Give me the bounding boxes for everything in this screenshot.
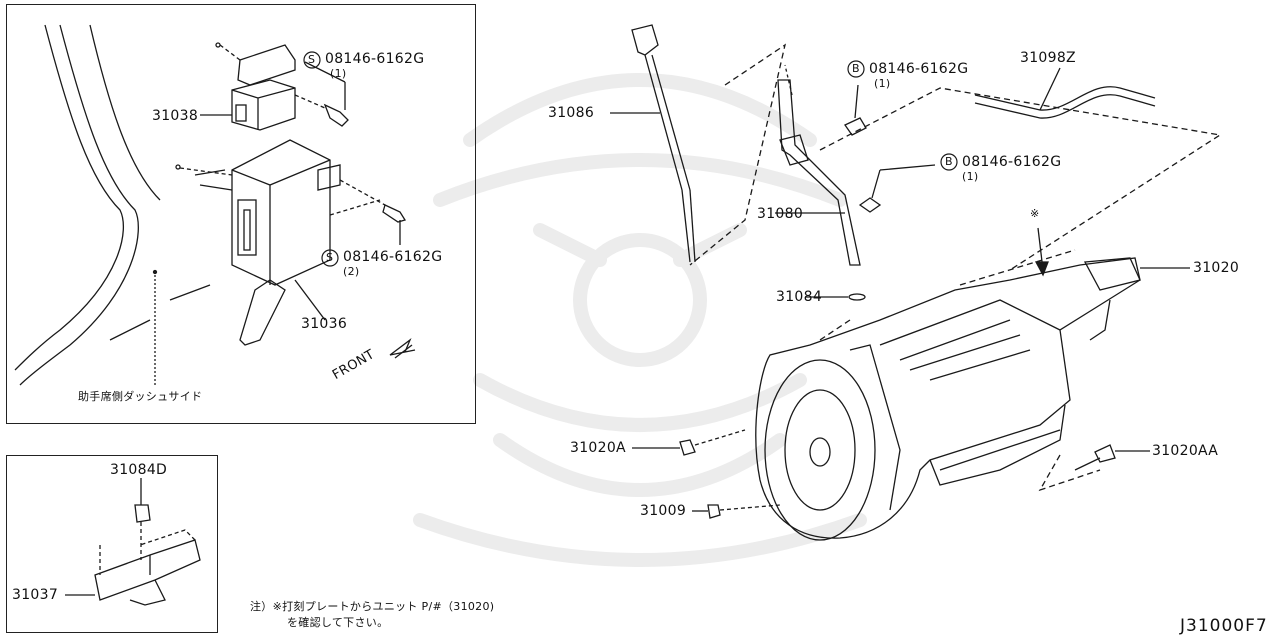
part-label-31037[interactable]: 31037 <box>12 587 59 603</box>
note-line-1: 注）※打刻プレートからユニット P/#（31020) <box>250 600 495 613</box>
part-label-31084[interactable]: 31084 <box>776 289 823 305</box>
part-label-31020AA[interactable]: 31020AA <box>1152 443 1219 459</box>
part-label-31020A[interactable]: 31020A <box>570 440 626 456</box>
part-label-31038[interactable]: 31038 <box>152 108 199 124</box>
bolt-code-s2: 08146-6162G <box>343 249 443 265</box>
inset-frame-dash <box>6 4 476 424</box>
diagram-id: J31000F7 <box>1180 616 1268 636</box>
bolt-qty-s2: (2) <box>343 265 360 278</box>
bolt-qty-s1: (1) <box>330 67 347 80</box>
note-line-2: を確認して下さい。 <box>287 616 389 629</box>
part-label-31080[interactable]: 31080 <box>757 206 804 222</box>
part-label-31009[interactable]: 31009 <box>640 503 687 519</box>
bolt-qty-b1: (1) <box>874 77 891 90</box>
bolt-mark-s2: S <box>326 251 334 264</box>
part-label-31036[interactable]: 31036 <box>301 316 348 332</box>
inset-frame-sensor <box>6 455 218 633</box>
dash-side-label: 助手席側ダッシュサイド <box>78 390 203 403</box>
bolt-mark-b2: B <box>945 155 953 168</box>
asterisk-mark: ※ <box>1030 207 1040 220</box>
bolt-mark-b1: B <box>852 62 860 75</box>
bolt-code-s1: 08146-6162G <box>325 51 425 67</box>
part-label-31086[interactable]: 31086 <box>548 105 595 121</box>
bolt-code-b1: 08146-6162G <box>869 61 969 77</box>
bolt-code-b2: 08146-6162G <box>962 154 1062 170</box>
bolt-qty-b2: (1) <box>962 170 979 183</box>
part-label-31020[interactable]: 31020 <box>1193 260 1240 276</box>
part-label-31098Z[interactable]: 31098Z <box>1020 50 1076 66</box>
bolt-mark-s1: S <box>308 53 316 66</box>
part-label-31084D[interactable]: 31084D <box>110 462 168 478</box>
